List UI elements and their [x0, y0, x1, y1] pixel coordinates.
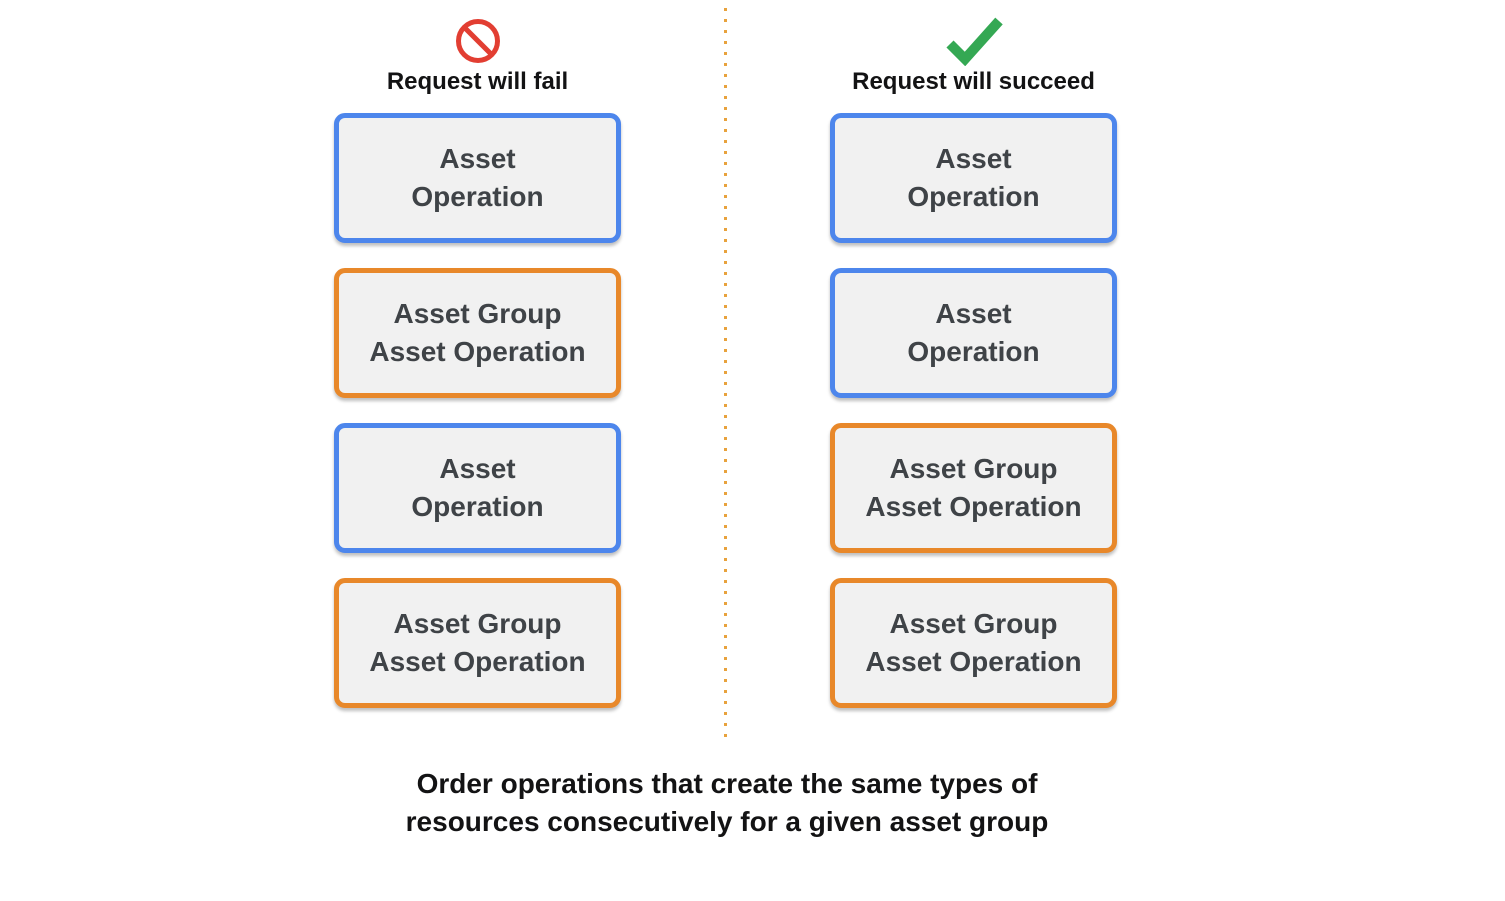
box-label-line: Asset Group [393, 298, 562, 329]
fail-column-title: Request will fail [386, 68, 569, 95]
prohibition-icon [454, 16, 502, 66]
box-label-line: Operation [907, 336, 1040, 367]
asset-group-asset-operation-box: Asset Group Asset Operation [334, 578, 621, 708]
succeed-column-boxes: Asset Operation Asset Operation Asset Gr… [830, 113, 1117, 708]
box-label-line: Asset [935, 143, 1012, 174]
asset-operation-box: Asset Operation [334, 113, 621, 243]
succeed-column-title: Request will succeed [852, 68, 1095, 95]
box-label-line: Asset Operation [865, 646, 1082, 677]
box-label-line: Asset [935, 298, 1012, 329]
box-label-line: Asset Group [393, 608, 562, 639]
box-label-line: Asset Group [889, 453, 1058, 484]
box-label-line: Operation [907, 181, 1040, 212]
box-label-line: Asset [439, 453, 516, 484]
asset-group-asset-operation-box: Asset Group Asset Operation [334, 268, 621, 398]
box-label-line: Operation [411, 181, 544, 212]
succeed-column: Request will succeed Asset Operation Ass… [830, 0, 1117, 708]
box-label-line: Asset Operation [865, 491, 1082, 522]
asset-operation-box: Asset Operation [830, 113, 1117, 243]
box-label-line: Operation [411, 491, 544, 522]
box-label-line: Asset Group [889, 608, 1058, 639]
asset-group-asset-operation-box: Asset Group Asset Operation [830, 578, 1117, 708]
asset-operation-box: Asset Operation [334, 423, 621, 553]
box-label-line: Asset Operation [369, 336, 586, 367]
check-icon [943, 16, 1005, 66]
box-label-line: Asset Operation [369, 646, 586, 677]
asset-operation-box: Asset Operation [830, 268, 1117, 398]
dotted-column-divider [724, 8, 727, 738]
fail-column: Request will fail Asset Operation Asset … [334, 0, 621, 708]
asset-group-asset-operation-box: Asset Group Asset Operation [830, 423, 1117, 553]
caption-line-1: Order operations that create the same ty… [416, 768, 1038, 799]
caption: Order operations that create the same ty… [0, 765, 1454, 841]
box-label-line: Asset [439, 143, 516, 174]
fail-column-boxes: Asset Operation Asset Group Asset Operat… [334, 113, 621, 708]
caption-line-2: resources consecutively for a given asse… [405, 806, 1049, 837]
